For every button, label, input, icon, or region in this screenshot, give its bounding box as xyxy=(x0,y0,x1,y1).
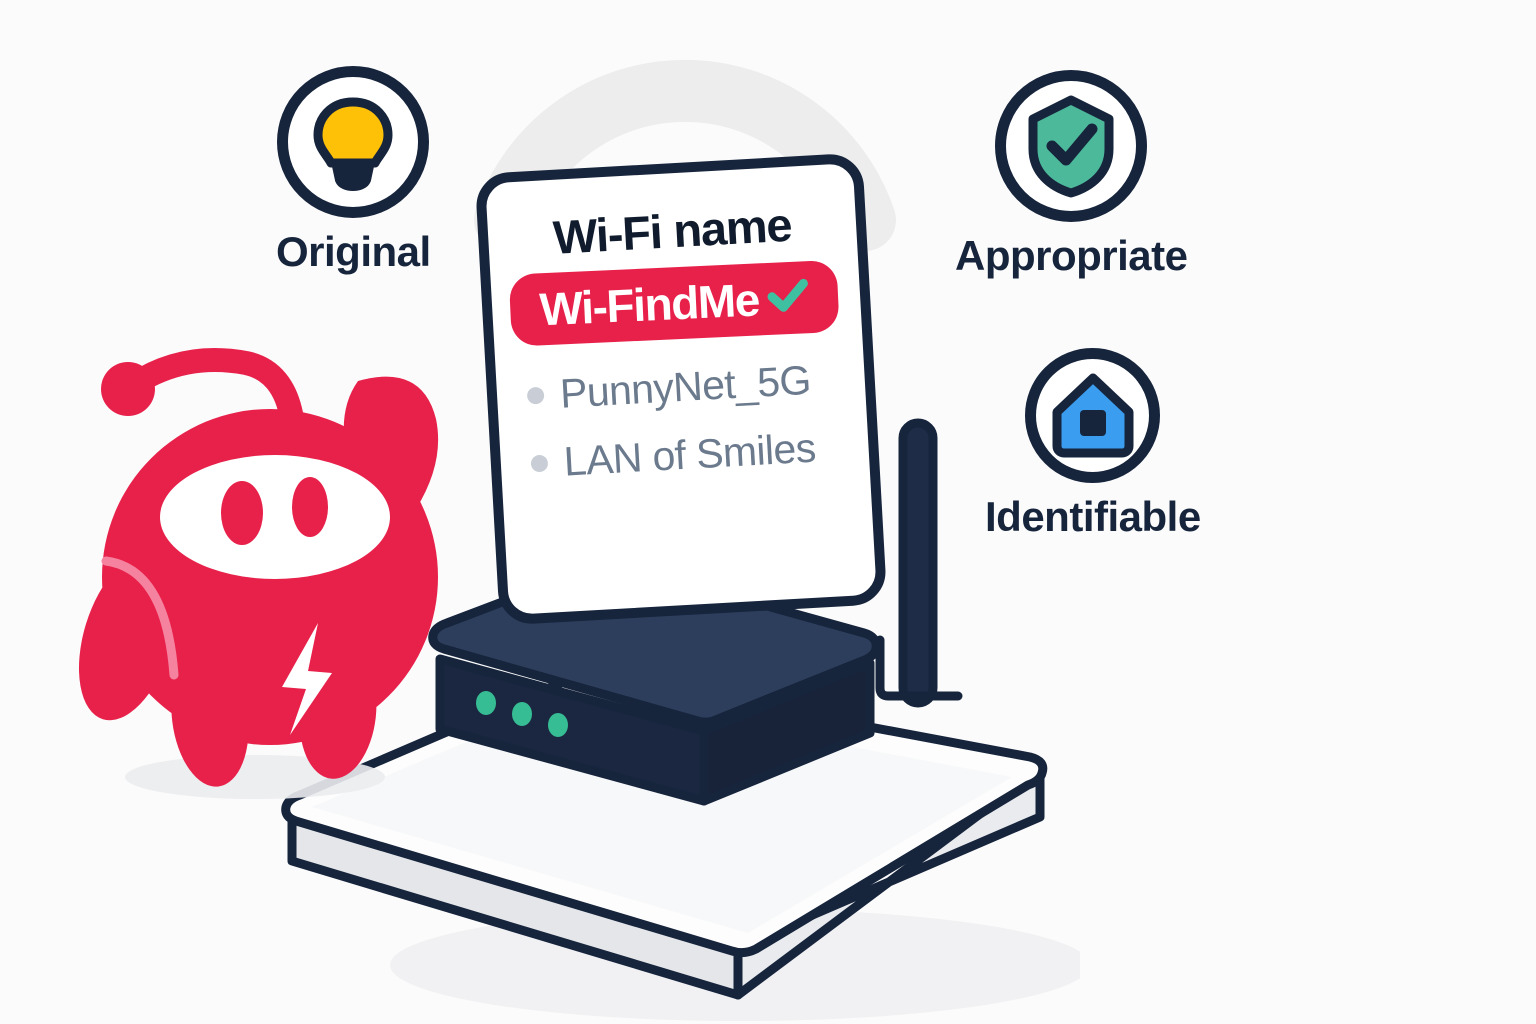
alternative-ssid-list: PunnyNet_5G LAN of Smiles xyxy=(517,344,848,498)
lightbulb-icon xyxy=(277,66,430,218)
shield-check-icon xyxy=(995,70,1148,222)
badge-original[interactable]: Original xyxy=(276,66,431,276)
badge-appropriate[interactable]: Appropriate xyxy=(955,70,1188,280)
alternative-ssid-text: LAN of Smiles xyxy=(562,424,817,485)
badge-identifiable-label: Identifiable xyxy=(985,493,1201,540)
bullet-icon xyxy=(526,386,545,405)
robot-mascot-icon xyxy=(70,345,490,810)
bullet-icon xyxy=(530,454,549,472)
antenna-icon xyxy=(898,418,938,713)
router-led xyxy=(548,713,568,737)
card-title: Wi-Fi name xyxy=(551,197,793,264)
wifi-name-card[interactable]: Wi-Fi name Wi-FindMe PunnyNet_5G LAN of … xyxy=(474,152,888,626)
badge-identifiable[interactable]: Identifiable xyxy=(985,348,1201,541)
router-led xyxy=(476,691,496,715)
badge-original-label: Original xyxy=(276,228,431,275)
lightning-bolt-icon xyxy=(282,623,332,735)
check-icon xyxy=(766,277,810,320)
router-cable xyxy=(862,630,1002,765)
badge-appropriate-label: Appropriate xyxy=(955,232,1188,279)
alternative-ssid-text: PunnyNet_5G xyxy=(558,356,812,417)
house-icon xyxy=(1025,348,1161,483)
selected-ssid-text: Wi-FindMe xyxy=(538,273,761,336)
selected-ssid-pill[interactable]: Wi-FindMe xyxy=(508,259,840,347)
router-led xyxy=(512,702,532,726)
